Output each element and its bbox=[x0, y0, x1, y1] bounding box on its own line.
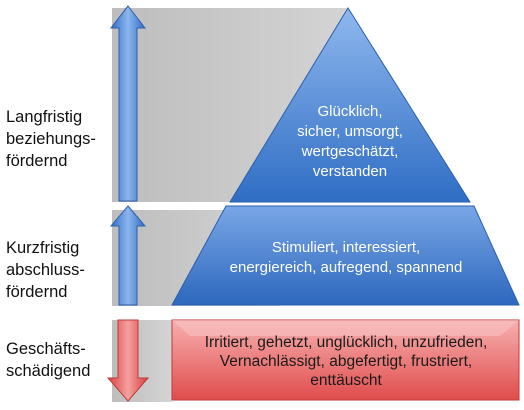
arrow-up-longterm-icon bbox=[109, 5, 147, 202]
arrow-down-damaging-icon bbox=[106, 319, 150, 402]
pyramid-top-tier bbox=[229, 7, 471, 203]
side-label-damaging: Geschäfts- schädigend bbox=[6, 340, 91, 380]
pyramid-bottom-tier-bevel bbox=[172, 320, 519, 336]
tier-text-top: Glücklich, sicher, umsorgt, wertgeschätz… bbox=[297, 103, 403, 180]
side-label-longterm: Langfristig beziehungs- fördernd bbox=[6, 108, 96, 170]
tier-text-bottom: Irritiert, gehetzt, unglücklich, unzufri… bbox=[204, 334, 488, 389]
side-label-shortterm: Kurzfristig abschluss- fördernd bbox=[6, 239, 85, 301]
pyramid-middle-tier bbox=[171, 205, 520, 306]
arrow-up-shortterm-icon bbox=[109, 205, 147, 306]
tier-text-middle: Stimuliert, interessiert, energiereich, … bbox=[229, 239, 463, 276]
